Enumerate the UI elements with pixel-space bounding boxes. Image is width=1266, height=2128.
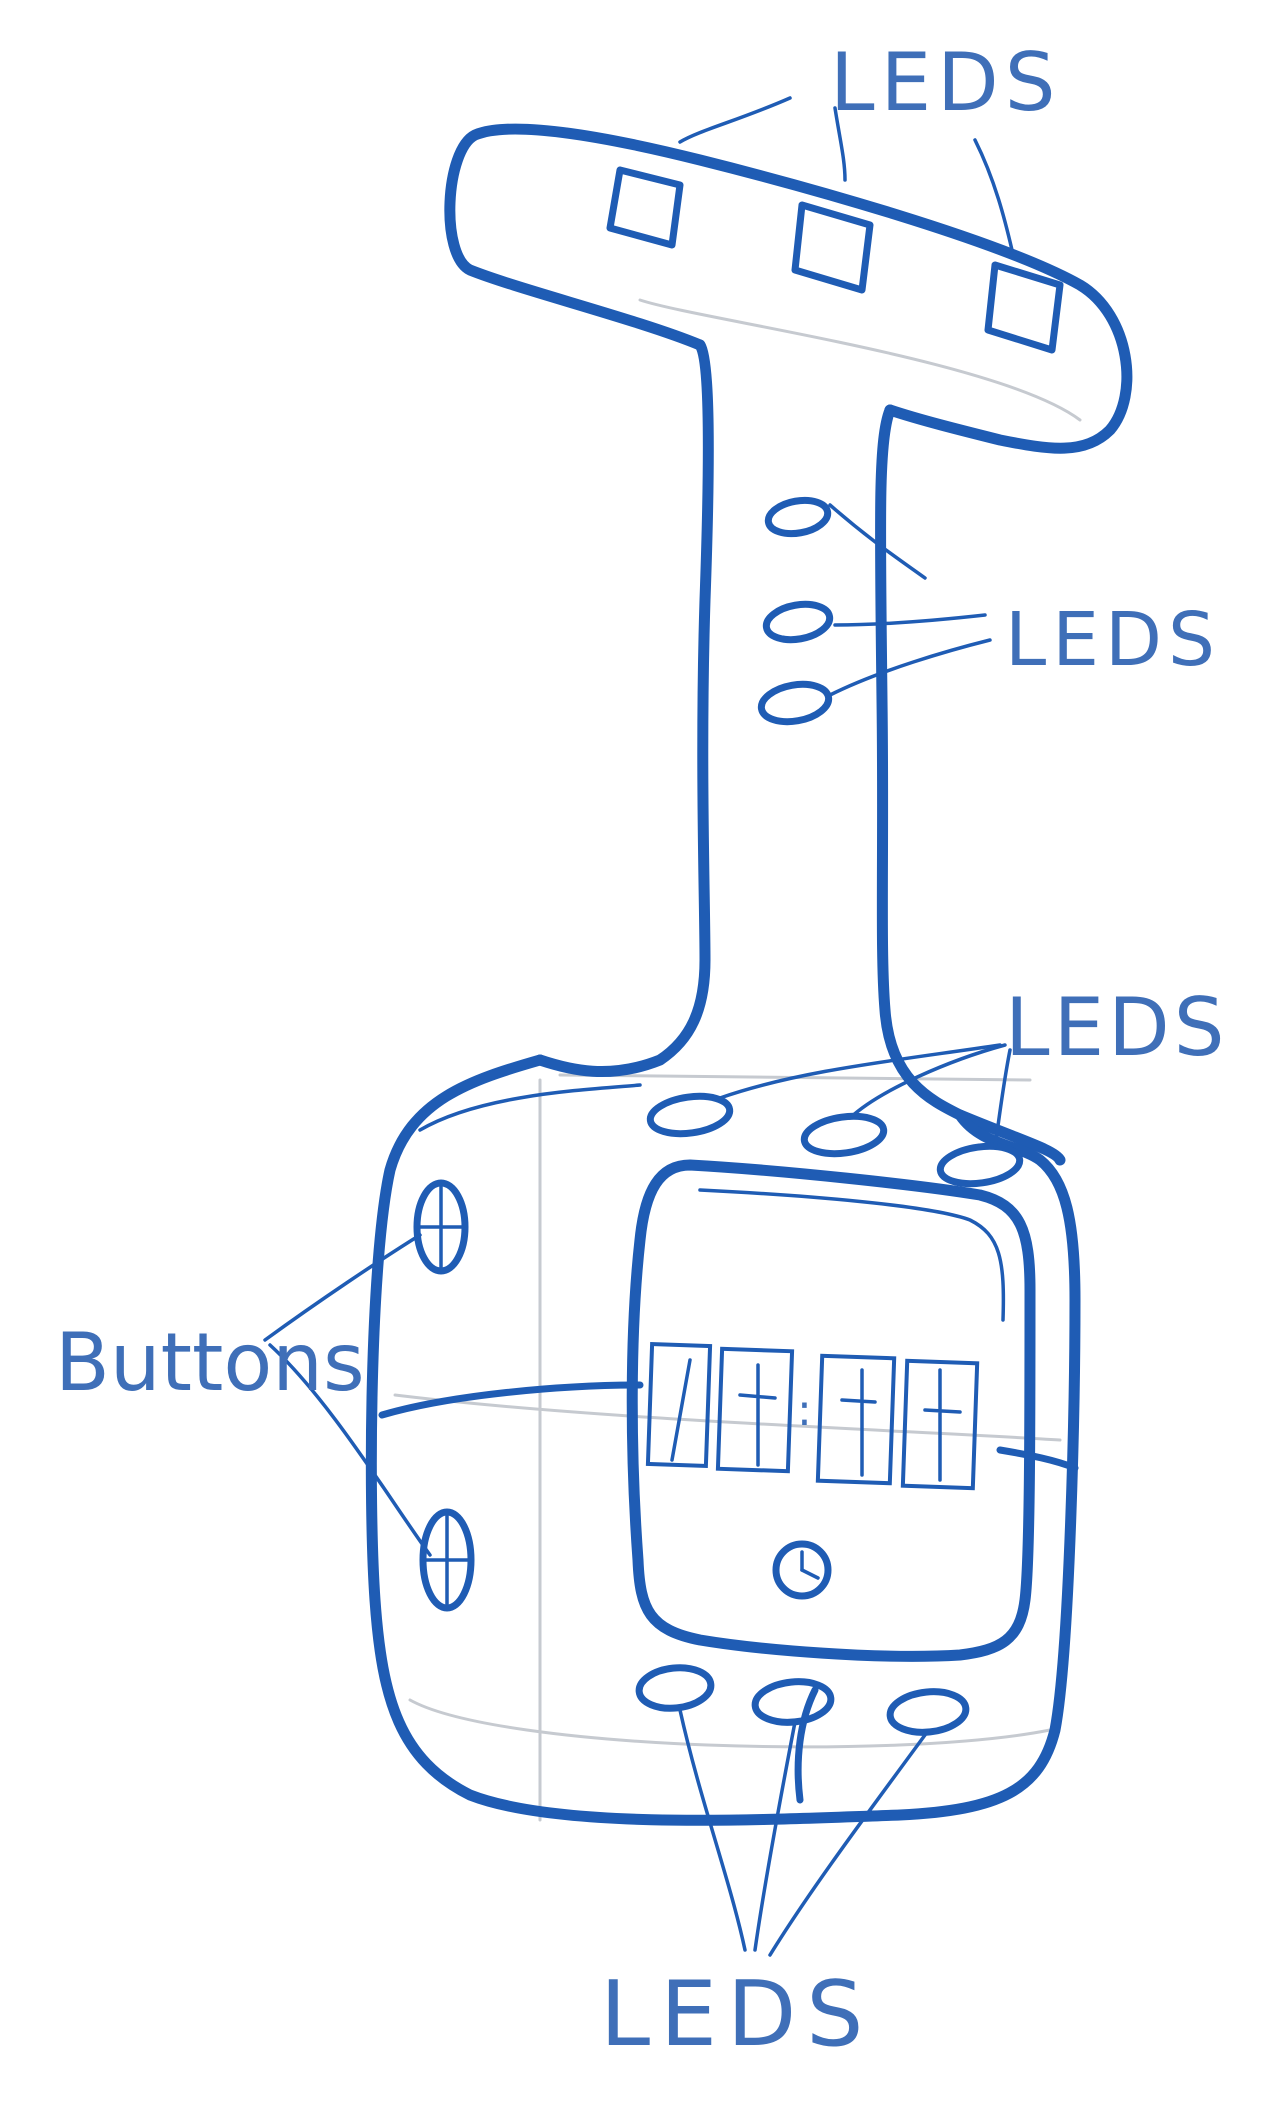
label-leds-bottom: LEDS (600, 1962, 873, 2067)
clock-icon (772, 1540, 832, 1600)
band-strap-left (378, 1381, 644, 1419)
leader-bottom-2 (753, 1720, 797, 1952)
neck-left-edge (534, 339, 714, 1078)
leader-bottom-3 (768, 1733, 927, 1957)
band-strap-lower (794, 1686, 819, 1804)
neck-led-2 (762, 600, 834, 644)
leader-body-3 (993, 1048, 1012, 1150)
top-bar (444, 123, 1133, 454)
body-led-1 (646, 1092, 734, 1138)
leader-neck-1 (828, 503, 927, 580)
body-inner-bevel (418, 1083, 642, 1132)
label-leds-body: LEDS (1005, 981, 1229, 1074)
digit-strokes (670, 1358, 962, 1482)
leader-neck-2 (833, 613, 987, 627)
band-strap-right (996, 1446, 1079, 1472)
leader-buttons-2 (268, 1343, 432, 1557)
bottom-led-2 (751, 1678, 835, 1726)
leader-bottom-1 (678, 1708, 747, 1952)
body-led-3 (936, 1142, 1024, 1188)
screen-inner (698, 1188, 1006, 1322)
body-led-2 (800, 1112, 888, 1158)
body-outline (365, 1054, 1081, 1826)
top-bar-outline (444, 123, 1133, 454)
side-button-bottom (419, 1508, 475, 1612)
display-separator: : (797, 1385, 812, 1436)
leader-body-2 (848, 1043, 1007, 1120)
digit-cell-3 (815, 1353, 897, 1486)
bottom-led-1 (635, 1664, 715, 1712)
labels: LEDS LEDS LEDS Buttons LEDS (55, 36, 1229, 2067)
top-led-2 (791, 201, 874, 294)
leader-lines (263, 96, 1014, 1957)
neck-right-edge (874, 404, 1066, 1166)
top-led-1 (606, 166, 684, 249)
bottom-led-3 (886, 1688, 970, 1736)
digit-cell-4 (900, 1358, 980, 1491)
leader-top-1 (678, 96, 792, 144)
leader-body-1 (718, 1043, 1002, 1100)
pencil-guides (393, 298, 1082, 1822)
leader-neck-3 (828, 638, 992, 697)
label-leds-neck: LEDS (1005, 597, 1221, 683)
leader-buttons-1 (263, 1233, 422, 1342)
display-screen: : (626, 1159, 1036, 1662)
screen-outer (626, 1159, 1036, 1662)
digit-cell-2 (715, 1346, 795, 1474)
leader-top-2 (833, 106, 847, 182)
side-button-top (413, 1179, 469, 1275)
neck-led-1 (764, 496, 832, 538)
label-buttons: Buttons (55, 1316, 365, 1409)
label-leds-top: LEDS (830, 36, 1062, 129)
neck-led-3 (757, 680, 833, 726)
digit-cell-1 (645, 1341, 713, 1469)
neck (534, 339, 1066, 1166)
leader-top-3 (973, 138, 1014, 252)
top-led-3 (984, 261, 1064, 354)
watch-body: : (365, 1054, 1081, 1826)
